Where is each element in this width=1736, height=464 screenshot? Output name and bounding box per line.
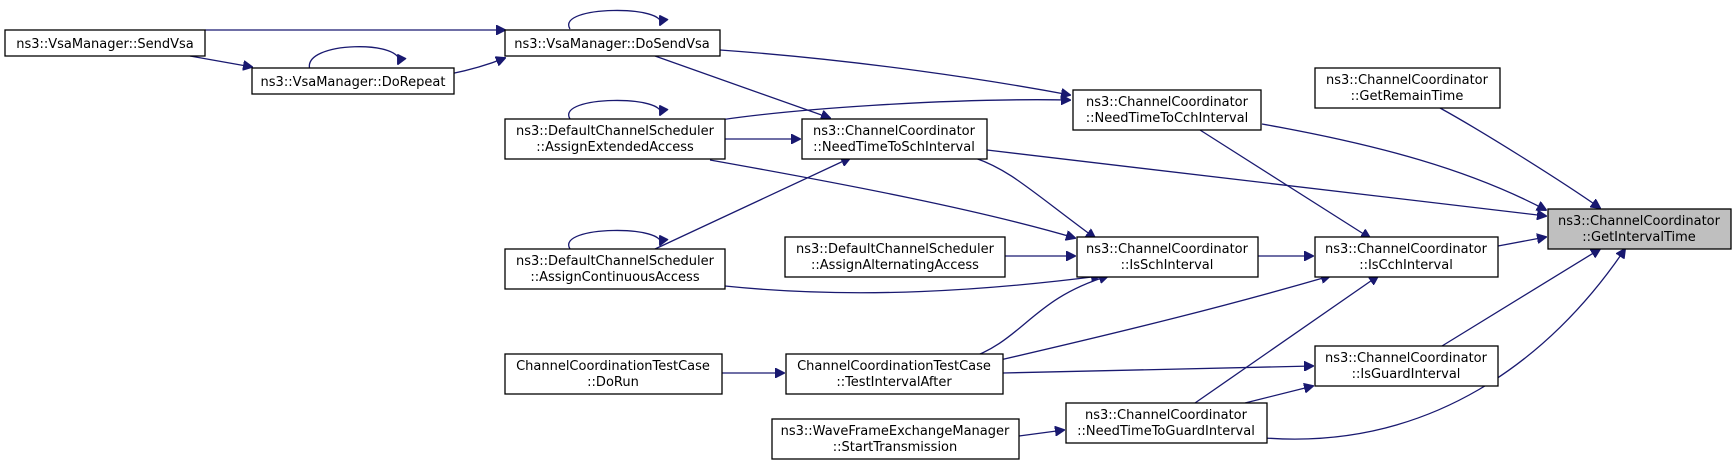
edge-ntcch-getinterval: [1261, 123, 1546, 210]
node-label: ChannelCoordinationTestCase: [516, 359, 710, 374]
edge-assignext-ntcch: [689, 100, 1070, 126]
node-label: ::IsGuardInterval: [1352, 367, 1461, 382]
node-starttx[interactable]: ns3::WaveFrameExchangeManager ::StartTra…: [771, 418, 1020, 460]
node-label: ChannelCoordinationTestCase: [797, 359, 991, 374]
node-label: ns3::ChannelCoordinator: [1325, 242, 1488, 257]
edge-ntsch-issch: [974, 157, 1095, 238]
node-label: ns3::ChannelCoordinator: [1086, 95, 1249, 110]
node-getinterval[interactable]: ns3::ChannelCoordinator ::GetIntervalTim…: [1547, 208, 1732, 250]
node-label: ::GetRemainTime: [1351, 89, 1464, 104]
edge-ntguard-isguard: [1244, 386, 1313, 404]
edge-assigncont-self: [568, 229, 661, 250]
node-assigncont[interactable]: ns3::DefaultChannelScheduler ::AssignCon…: [504, 248, 726, 290]
node-label: ::AssignContinuousAccess: [530, 270, 699, 285]
edge-isguard-getinterval: [1441, 249, 1600, 347]
node-label: ns3::ChannelCoordinator: [1326, 73, 1489, 88]
node-iscch[interactable]: ns3::ChannelCoordinator ::IsCchInterval: [1314, 236, 1499, 278]
node-testafter[interactable]: ChannelCoordinationTestCase ::TestInterv…: [785, 353, 1004, 395]
edge-testafter-isguard: [1002, 366, 1313, 374]
node-label: ns3::ChannelCoordinator: [813, 124, 976, 139]
node-label: ns3::ChannelCoordinator: [1086, 242, 1249, 257]
edge-assigncont-ntsch: [654, 158, 850, 250]
node-label: ns3::VsaManager::SendVsa: [16, 37, 194, 52]
edge-testafter-issch: [964, 276, 1108, 361]
node-label: ::DoRun: [587, 375, 639, 390]
edge-remain-getinterval: [1439, 107, 1600, 208]
node-label: ns3::ChannelCoordinator: [1325, 351, 1488, 366]
node-label: ns3::WaveFrameExchangeManager: [781, 424, 1010, 439]
edge-dosendvsa-ntcch: [719, 49, 1070, 95]
node-ntguard[interactable]: ns3::ChannelCoordinator ::NeedTimeToGuar…: [1065, 402, 1268, 444]
edge-dosendvsa-self: [568, 9, 661, 30]
nodes: ns3::VsaManager::SendVsa ns3::VsaManager…: [4, 29, 1732, 460]
node-ntcch[interactable]: ns3::ChannelCoordinator ::NeedTimeToCchI…: [1072, 89, 1262, 131]
edge-ntcch-iscch: [1199, 129, 1370, 238]
node-label: ::AssignExtendedAccess: [536, 140, 694, 155]
edge-assignext-self: [568, 99, 661, 120]
node-dosendvsa[interactable]: ns3::VsaManager::DoSendVsa: [504, 29, 721, 57]
node-isguard[interactable]: ns3::ChannelCoordinator ::IsGuardInterva…: [1314, 345, 1499, 387]
node-label: ::IsSchInterval: [1121, 258, 1214, 273]
edge-dorepeat-self: [309, 46, 399, 71]
node-label: ns3::VsaManager::DoRepeat: [261, 75, 446, 90]
node-label: ::NeedTimeToSchInterval: [813, 140, 975, 155]
node-issch[interactable]: ns3::ChannelCoordinator ::IsSchInterval: [1076, 236, 1259, 278]
node-label: ns3::DefaultChannelScheduler: [516, 124, 715, 139]
edge-ntguard-iscch: [1194, 276, 1378, 404]
node-label: ::AssignAlternatingAccess: [811, 258, 979, 273]
node-dorepeat[interactable]: ns3::VsaManager::DoRepeat: [251, 67, 455, 95]
edge-starttx-ntguard: [1018, 430, 1064, 437]
node-label: ::TestIntervalAfter: [836, 375, 952, 390]
edge-assigncont-issch: [724, 276, 1100, 294]
node-testdorun[interactable]: ChannelCoordinationTestCase ::DoRun: [504, 353, 723, 395]
node-label: ns3::ChannelCoordinator: [1085, 408, 1248, 423]
edges: [189, 9, 1625, 440]
node-label: ::NeedTimeToCchInterval: [1086, 111, 1248, 126]
edge-assignext-issch: [709, 159, 1075, 238]
node-label: ns3::VsaManager::DoSendVsa: [514, 37, 710, 52]
node-sendvsa[interactable]: ns3::VsaManager::SendVsa: [4, 29, 206, 57]
node-ntsch[interactable]: ns3::ChannelCoordinator ::NeedTimeToSchI…: [801, 118, 988, 160]
node-assignext[interactable]: ns3::DefaultChannelScheduler ::AssignExt…: [504, 118, 726, 160]
node-label: ::IsCchInterval: [1359, 258, 1453, 273]
edge-testafter-iscch: [999, 276, 1330, 361]
node-label: ns3::ChannelCoordinator: [1558, 214, 1721, 229]
node-label: ::StartTransmission: [833, 440, 958, 455]
edge-ntguard-getinterval: [1264, 249, 1625, 440]
node-label: ::GetIntervalTime: [1582, 230, 1696, 245]
node-label: ns3::DefaultChannelScheduler: [516, 254, 715, 269]
edge-sendvsa-dorepeat: [189, 55, 252, 67]
node-remain[interactable]: ns3::ChannelCoordinator ::GetRemainTime: [1314, 67, 1501, 109]
node-assignalt[interactable]: ns3::DefaultChannelScheduler ::AssignAlt…: [784, 236, 1006, 278]
edge-iscch-getinterval: [1497, 237, 1546, 247]
edge-ntsch-getinterval: [986, 149, 1546, 216]
edge-dorepeat-dosendvsa: [449, 58, 505, 75]
node-label: ::NeedTimeToGuardInterval: [1077, 424, 1255, 439]
node-label: ns3::DefaultChannelScheduler: [796, 242, 995, 257]
edge-dosendvsa-ntsch: [654, 55, 830, 118]
